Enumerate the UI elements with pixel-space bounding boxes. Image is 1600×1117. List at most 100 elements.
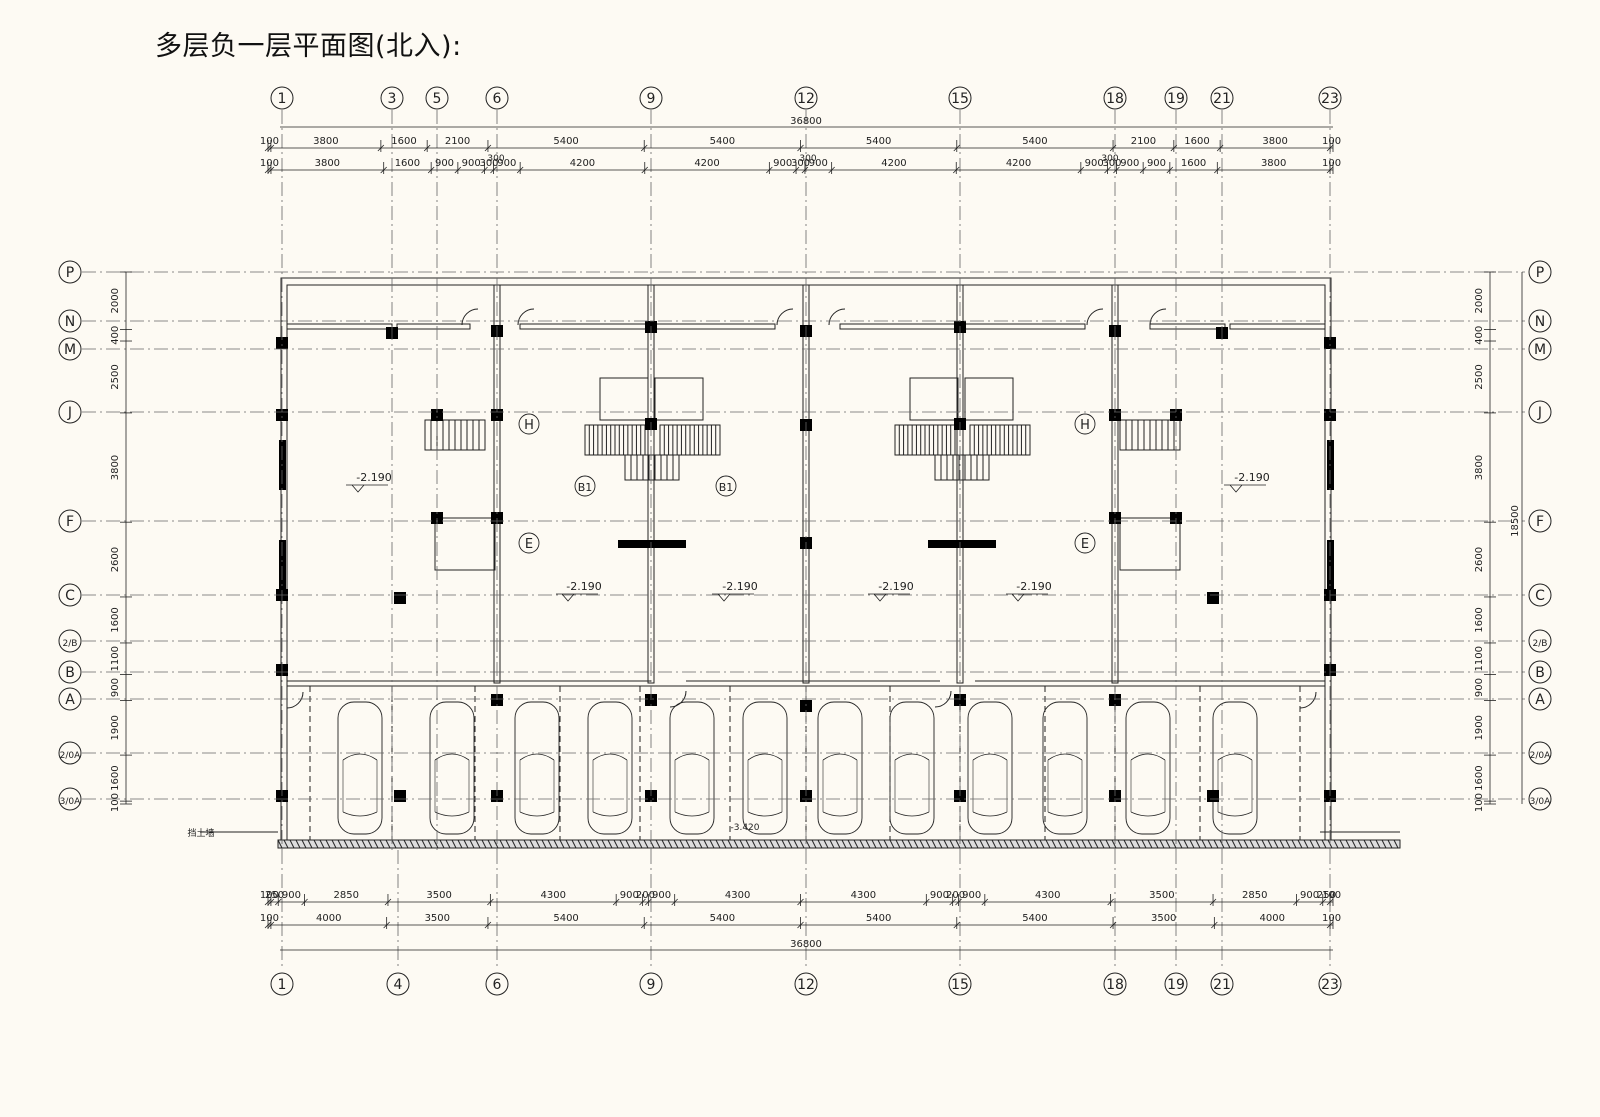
dim-top-total-value: 36800: [790, 116, 822, 127]
axis-bubble-bottom: 6: [493, 977, 502, 993]
car: [1212, 701, 1258, 835]
retaining-wall-hatch: [1255, 839, 1261, 849]
dim-left-value: 400: [110, 326, 121, 345]
car-rear-window: [972, 811, 1008, 817]
dim-bottom-row2-value: 5400: [1022, 913, 1047, 924]
retaining-wall-hatch: [739, 839, 745, 849]
retaining-wall-hatch: [1087, 839, 1093, 849]
inner-axis-circle: [1074, 413, 1096, 435]
dim-left-value: 1900: [110, 715, 121, 740]
car: [742, 701, 788, 835]
dim-bottom-row2-slash: [264, 921, 272, 929]
inner-axis-label: E: [525, 537, 533, 552]
retaining-wall-hatch: [673, 839, 679, 849]
retaining-wall-hatch: [913, 839, 919, 849]
axis-bubble-left-circle: [58, 741, 82, 765]
dim-right-value: 100: [1474, 793, 1485, 812]
dim-bottom-row1-slash: [267, 898, 275, 906]
dim-left-value: 3800: [110, 455, 121, 480]
dim-top-row2-slash: [1113, 166, 1120, 174]
retaining-wall-hatch: [1231, 839, 1237, 849]
retaining-wall-hatch: [1291, 839, 1297, 849]
retaining-wall-hatch: [1243, 839, 1249, 849]
axis-bubble-right: M: [1534, 342, 1546, 358]
axis-bubble-top-circle: [794, 86, 818, 110]
retaining-wall-hatch: [733, 839, 739, 849]
axis-bubble-top: 23: [1321, 91, 1339, 107]
retaining-wall-hatch: [967, 839, 973, 849]
car: [1042, 701, 1088, 835]
car-body: [967, 701, 1013, 835]
dim-top-row2-value: 4200: [881, 158, 906, 169]
axis-bubble-bottom-circle: [485, 972, 509, 996]
retaining-wall-hatch: [493, 839, 499, 849]
dim-bottom-row2-value: 5400: [710, 913, 735, 924]
axis-bubble-left: 3/0A: [60, 797, 81, 807]
axis-bubble-top-circle: [425, 86, 449, 110]
car-windshield: [972, 753, 1008, 761]
axis-bubble-right: N: [1535, 314, 1545, 330]
retaining-wall-hatch: [763, 839, 769, 849]
axis-bubble-top: 1: [278, 91, 287, 107]
retaining-wall-hatch: [1201, 839, 1207, 849]
retaining-wall-hatch: [1099, 839, 1105, 849]
retaining-wall-hatch: [571, 839, 577, 849]
interior-wall: [654, 323, 776, 330]
door-swing: [1299, 691, 1317, 709]
car-windshield: [434, 753, 470, 761]
dim-top-row1-slash: [1326, 144, 1334, 152]
retaining-wall-hatch: [613, 839, 619, 849]
retaining-wall-hatch: [991, 839, 997, 849]
toilet-room: [599, 377, 649, 421]
retaining-wall-hatch: [877, 839, 883, 849]
dim-top-row2-value: 900: [462, 158, 481, 169]
car-windshield: [342, 753, 378, 761]
retaining-wall-hatch: [559, 839, 565, 849]
retaining-wall-hatch: [1321, 839, 1327, 849]
dim-top-row1-slash: [377, 144, 385, 152]
dim-left-value: 100: [110, 793, 121, 812]
dim-bottom-row1-value: 900: [930, 890, 949, 901]
wall-segment: [279, 440, 286, 490]
elevation-label: -2.190: [878, 580, 913, 593]
dim-bottom-row2-slash: [1109, 921, 1117, 929]
axis-bubble-right-circle: [1528, 337, 1552, 361]
retaining-wall-hatch: [379, 839, 385, 849]
shear-wall: [618, 540, 686, 548]
axis-bubble-top: 21: [1213, 91, 1231, 107]
dim-top-row2-value: 300: [1102, 158, 1121, 169]
column: [276, 337, 288, 349]
dim-top-row2-slash: [516, 166, 524, 174]
car-windshield: [519, 753, 555, 761]
axis-bubble-top: 9: [647, 91, 656, 107]
dim-bottom-row1-slash: [797, 898, 804, 906]
dim-bottom-row1-slash: [1293, 898, 1300, 906]
dim-bottom-row1-value: 100: [260, 890, 279, 901]
dim-bottom-row1-value: 900: [962, 890, 981, 901]
elevation-marker: [556, 593, 598, 602]
axis-bubble-top: 5: [433, 91, 442, 107]
retaining-wall-hatch: [1171, 839, 1177, 849]
retaining-wall-hatch: [565, 839, 571, 849]
dim-bottom-row1-slash: [639, 898, 646, 906]
car: [1125, 701, 1171, 835]
axis-bubble-bottom-circle: [1210, 972, 1234, 996]
dim-top-row1-value: 1600: [1184, 136, 1209, 147]
car-body: [1212, 701, 1258, 835]
dim-top-row2-value: 100: [260, 158, 279, 169]
inner-axis-label: B1: [719, 481, 734, 494]
dim-top-row2-slash: [490, 166, 497, 174]
toilet-room: [434, 517, 496, 571]
axis-bubble-left: A: [65, 692, 75, 708]
interior-wall: [1149, 323, 1226, 330]
retaining-wall-hatch: [481, 839, 487, 849]
car-body: [429, 701, 475, 835]
axis-bubble-bottom-circle: [1164, 972, 1188, 996]
axis-bubble-left-circle: [58, 309, 82, 333]
dim-bottom-row2-slash: [1211, 921, 1218, 929]
retaining-wall-hatch: [775, 839, 781, 849]
retaining-wall-hatch: [523, 839, 529, 849]
retaining-wall-hatch: [337, 839, 343, 849]
